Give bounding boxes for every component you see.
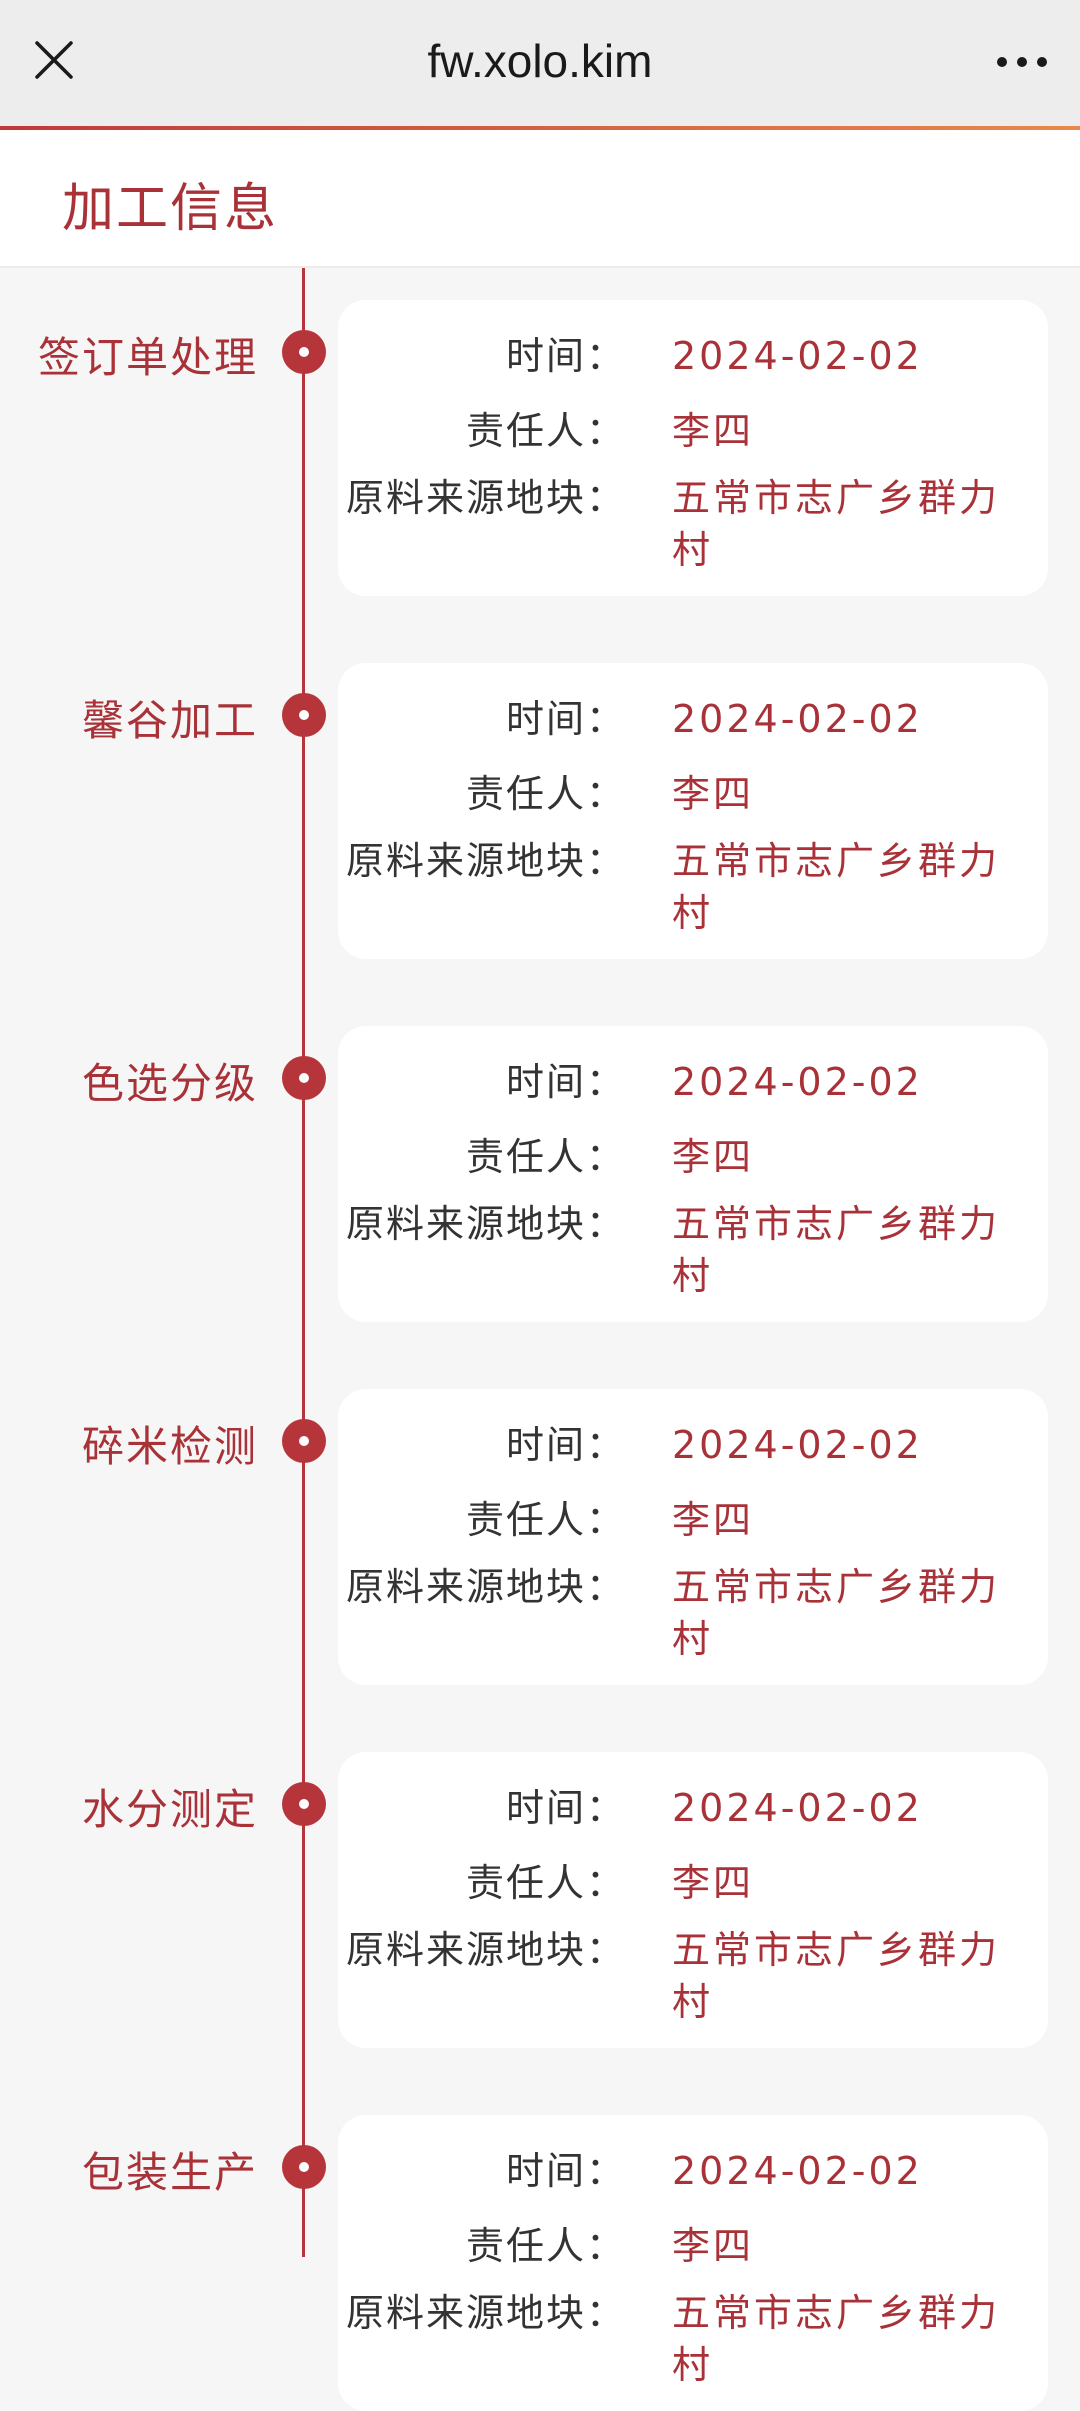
more-horizontal-icon [997, 57, 1047, 67]
processing-timeline: 签订单处理 时间： 2024-02-02 责任人： 李四 原料来源地块： 五常市志广乡… [0, 268, 1080, 2411]
person-value: 李四 [672, 1498, 755, 1542]
person-value: 李四 [672, 1135, 755, 1179]
source-value: 五常市志广乡群力村 [672, 839, 1001, 935]
time-value: 2024-02-02 [672, 1423, 923, 1467]
source-label: 原料来源地块： [345, 2291, 626, 2335]
source-label: 原料来源地块： [345, 476, 626, 520]
step-label: 包装生产 [81, 2148, 258, 2197]
timeline-step: 色选分级 时间： 2024-02-02 责任人： 李四 原料来源地块： 五常市志广乡群… [0, 994, 1080, 1322]
person-label: 责任人： [465, 409, 626, 453]
timeline-step: 碎米检测 时间： 2024-02-02 责任人： 李四 原料来源地块： 五常市志广乡群… [0, 1357, 1080, 1685]
page-title: 加工信息 [62, 179, 279, 239]
timeline-axis-line [302, 268, 305, 2257]
more-options-button[interactable] [992, 40, 1052, 84]
timeline-dot-icon [282, 693, 326, 737]
timeline-step: 签订单处理 时间： 2024-02-02 责任人： 李四 原料来源地块： 五常市志广乡… [0, 268, 1080, 596]
time-value: 2024-02-02 [672, 1060, 923, 1104]
source-label: 原料来源地块： [345, 1565, 626, 1609]
page-load-progress-bar [0, 126, 1080, 130]
step-detail-card: 时间： 2024-02-02 责任人： 李四 原料来源地块： 五常市志广乡群力村 [338, 1389, 1048, 1685]
close-button[interactable] [30, 36, 78, 84]
page-url-title: fw.xolo.kim [427, 35, 653, 87]
source-value: 五常市志广乡群力村 [672, 1202, 1001, 1298]
person-value: 李四 [672, 772, 755, 816]
person-label: 责任人： [465, 1861, 626, 1905]
step-label: 馨谷加工 [81, 696, 258, 745]
step-label: 水分测定 [81, 1785, 258, 1834]
timeline-step: 包装生产 时间： 2024-02-02 责任人： 李四 原料来源地块： 五常市志广乡群… [0, 2083, 1080, 2411]
step-label: 签订单处理 [37, 333, 258, 382]
browser-top-bar: fw.xolo.kim [0, 0, 1080, 126]
timeline-dot-icon [282, 330, 326, 374]
timeline-dot-icon [282, 1419, 326, 1463]
time-value: 2024-02-02 [672, 1786, 923, 1830]
source-label: 原料来源地块： [345, 839, 626, 883]
person-value: 李四 [672, 1861, 755, 1905]
person-label: 责任人： [465, 772, 626, 816]
time-label: 时间： [505, 1423, 626, 1467]
step-detail-card: 时间： 2024-02-02 责任人： 李四 原料来源地块： 五常市志广乡群力村 [338, 2115, 1048, 2411]
source-label: 原料来源地块： [345, 1202, 626, 1246]
step-detail-card: 时间： 2024-02-02 责任人： 李四 原料来源地块： 五常市志广乡群力村 [338, 1752, 1048, 2048]
source-value: 五常市志广乡群力村 [672, 476, 1001, 572]
timeline-step: 馨谷加工 时间： 2024-02-02 责任人： 李四 原料来源地块： 五常市志广乡群… [0, 631, 1080, 959]
source-value: 五常市志广乡群力村 [672, 1928, 1001, 2024]
time-label: 时间： [505, 334, 626, 378]
step-label: 碎米检测 [81, 1422, 258, 1471]
time-label: 时间： [505, 2149, 626, 2193]
section-header: 加工信息 [0, 130, 1080, 268]
timeline-dot-icon [282, 1782, 326, 1826]
time-value: 2024-02-02 [672, 2149, 923, 2193]
person-label: 责任人： [465, 1498, 626, 1542]
time-value: 2024-02-02 [672, 334, 923, 378]
time-label: 时间： [505, 1786, 626, 1830]
step-detail-card: 时间： 2024-02-02 责任人： 李四 原料来源地块： 五常市志广乡群力村 [338, 663, 1048, 959]
step-detail-card: 时间： 2024-02-02 责任人： 李四 原料来源地块： 五常市志广乡群力村 [338, 1026, 1048, 1322]
time-label: 时间： [505, 1060, 626, 1104]
person-value: 李四 [672, 2224, 755, 2268]
person-label: 责任人： [465, 1135, 626, 1179]
step-label: 色选分级 [81, 1059, 258, 1108]
step-detail-card: 时间： 2024-02-02 责任人： 李四 原料来源地块： 五常市志广乡群力村 [338, 300, 1048, 596]
person-label: 责任人： [465, 2224, 626, 2268]
source-value: 五常市志广乡群力村 [672, 1565, 1001, 1661]
time-value: 2024-02-02 [672, 697, 923, 741]
timeline-dot-icon [282, 1056, 326, 1100]
close-icon [35, 41, 73, 79]
source-value: 五常市志广乡群力村 [672, 2291, 1001, 2387]
source-label: 原料来源地块： [345, 1928, 626, 1972]
timeline-step: 水分测定 时间： 2024-02-02 责任人： 李四 原料来源地块： 五常市志广乡群… [0, 1720, 1080, 2048]
time-label: 时间： [505, 697, 626, 741]
person-value: 李四 [672, 409, 755, 453]
timeline-dot-icon [282, 2145, 326, 2189]
